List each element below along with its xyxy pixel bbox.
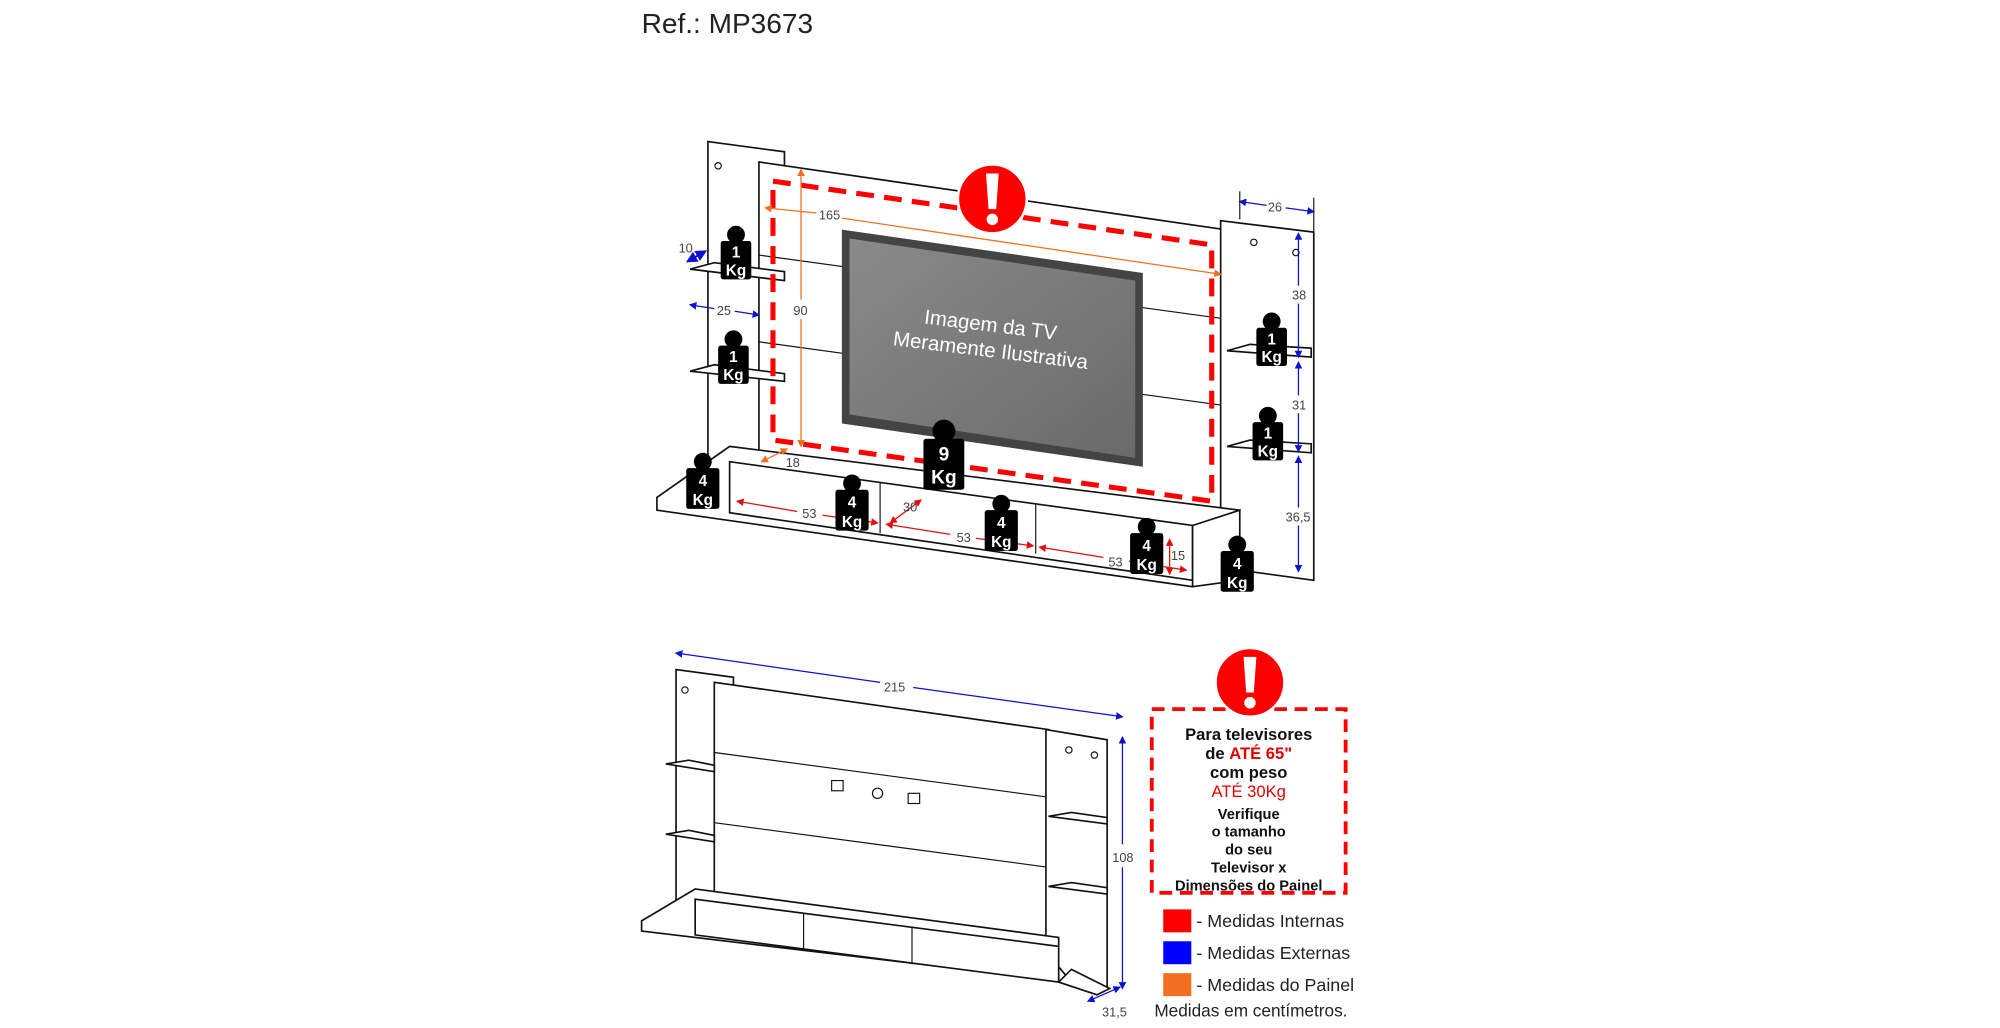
top-diagram: Imagem da TV Meramente Ilustrativa 165 9…: [656, 140, 1316, 592]
weight-niche-3: 4Kg: [1130, 517, 1164, 574]
dim-total-depth: 31,5: [1102, 1005, 1127, 1020]
warning-icon: [956, 163, 1029, 235]
warning-line-4: ATÉ 30Kg: [1212, 782, 1286, 801]
dim-niche-3: 53: [1108, 554, 1122, 569]
weight-base-left: 4Kg: [686, 452, 720, 509]
svg-text:4: 4: [1142, 538, 1151, 555]
weight-shelf-left-top: 1Kg: [720, 225, 752, 279]
warning-line-2: de ATÉ 65": [1205, 744, 1292, 763]
svg-text:Kg: Kg: [991, 534, 1011, 551]
warning-icon: [1214, 646, 1286, 719]
bottom-diagram: 215 108 31,5: [640, 650, 1134, 1020]
units-footnote: Medidas em centímetros.: [1154, 1001, 1347, 1021]
dim-right-height-1: 38: [1292, 288, 1306, 303]
svg-text:Kg: Kg: [723, 367, 743, 384]
warning-line-7: do seu: [1225, 843, 1272, 859]
dim-panel-width: 165: [819, 207, 840, 222]
legend-swatch-external: [1163, 941, 1192, 965]
svg-text:Kg: Kg: [1261, 349, 1281, 366]
tv-screen: [849, 238, 1136, 458]
svg-text:Kg: Kg: [1136, 557, 1156, 574]
weight-shelf-left-bottom: 1Kg: [718, 330, 749, 384]
dim-niche-1: 53: [802, 506, 816, 521]
svg-text:1: 1: [729, 349, 738, 366]
svg-text:4: 4: [1233, 556, 1242, 573]
weight-niche-2: 4Kg: [984, 494, 1018, 551]
dim-panel-depth: 18: [786, 455, 800, 470]
warning-box: Para televisores de ATÉ 65" com peso ATÉ…: [1149, 646, 1348, 895]
svg-text:1: 1: [1264, 426, 1273, 443]
legend-external: - Medidas Externas: [1196, 943, 1350, 963]
dim-total-width: 215: [884, 679, 905, 694]
svg-text:1: 1: [732, 245, 741, 262]
dim-panel-height: 90: [793, 303, 807, 318]
svg-text:Kg: Kg: [726, 262, 746, 279]
dim-niche-depth: 30: [903, 499, 917, 514]
weight-shelf-right-top: 1Kg: [1256, 312, 1287, 366]
warning-line-9: Dimensões do Painel: [1175, 878, 1322, 894]
tv-area-outline: [770, 178, 1215, 505]
svg-text:1: 1: [1267, 331, 1276, 348]
weight-tv: 9Kg: [923, 419, 965, 490]
svg-text:9: 9: [939, 444, 950, 465]
dim-left-column: 25: [717, 303, 731, 318]
product-reference: Ref.: MP3673: [642, 8, 814, 39]
weight-base-right: 4Kg: [1220, 535, 1254, 592]
legend: - Medidas Internas - Medidas Externas - …: [1154, 909, 1354, 1021]
dim-right-height-2: 31: [1292, 397, 1306, 412]
svg-text:Kg: Kg: [842, 514, 862, 531]
dim-right-height-3: 36,5: [1286, 510, 1311, 525]
svg-text:Kg: Kg: [693, 492, 713, 509]
legend-internal: - Medidas Internas: [1196, 911, 1344, 931]
dim-niche-height: 15: [1171, 548, 1185, 563]
dim-shelf-depth: 10: [679, 241, 693, 256]
right-column: [1219, 219, 1315, 582]
svg-text:4: 4: [699, 473, 708, 490]
legend-swatch-internal: [1163, 909, 1192, 933]
weight-niche-1: 4Kg: [835, 474, 869, 531]
warning-line-6: o tamanho: [1212, 825, 1286, 841]
dim-niche-2: 53: [957, 530, 971, 545]
warning-line-3: com peso: [1210, 763, 1287, 782]
dim-total-height: 108: [1112, 850, 1133, 865]
legend-swatch-panel: [1163, 973, 1192, 997]
warning-line-5: Verifique: [1218, 807, 1280, 823]
svg-text:4: 4: [848, 495, 857, 512]
svg-text:Kg: Kg: [1258, 444, 1278, 461]
weight-shelf-right-bottom: 1Kg: [1252, 406, 1284, 461]
warning-line-8: Televisor x: [1211, 860, 1287, 876]
legend-panel: - Medidas do Painel: [1196, 975, 1354, 995]
dim-right-column: 26: [1268, 200, 1282, 215]
svg-text:Kg: Kg: [1227, 575, 1247, 592]
svg-text:Kg: Kg: [931, 467, 956, 488]
svg-text:4: 4: [997, 515, 1006, 532]
warning-line-1: Para televisores: [1185, 725, 1312, 744]
